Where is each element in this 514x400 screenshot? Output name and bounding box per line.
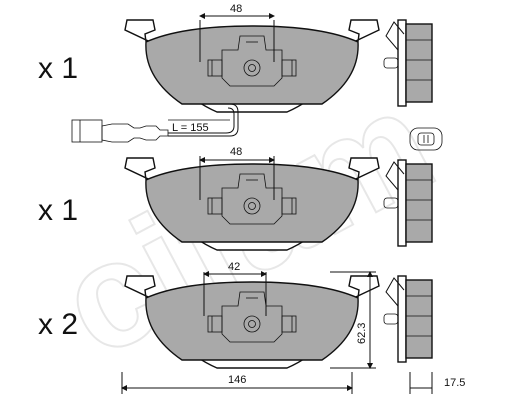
row2-width-dimension: 48 [199, 146, 275, 200]
row3-width-label: 42 [228, 261, 240, 273]
thickness-label: 17.5 [444, 377, 465, 389]
row2-width-label: 48 [230, 146, 242, 158]
row3-width-dimension: 42 [203, 261, 267, 316]
wire-length-label: L = 155 [172, 122, 209, 134]
row1-width-dimension: 48 [199, 3, 275, 62]
overall-width-label: 146 [228, 374, 246, 386]
row3-height-dimension: 62.3 [330, 271, 376, 369]
overall-width-dimension: 146 [121, 372, 353, 394]
row3-height-label: 62.3 [356, 323, 368, 344]
connector-plug [409, 127, 443, 151]
thickness-dimension: 17.5 [409, 372, 465, 394]
row2-quantity: x 1 [38, 194, 78, 227]
row1-width-label: 48 [230, 3, 242, 15]
wear-sensor: L = 155 [71, 103, 239, 143]
row1-quantity: x 1 [38, 52, 78, 85]
row3-quantity: x 2 [38, 308, 78, 341]
